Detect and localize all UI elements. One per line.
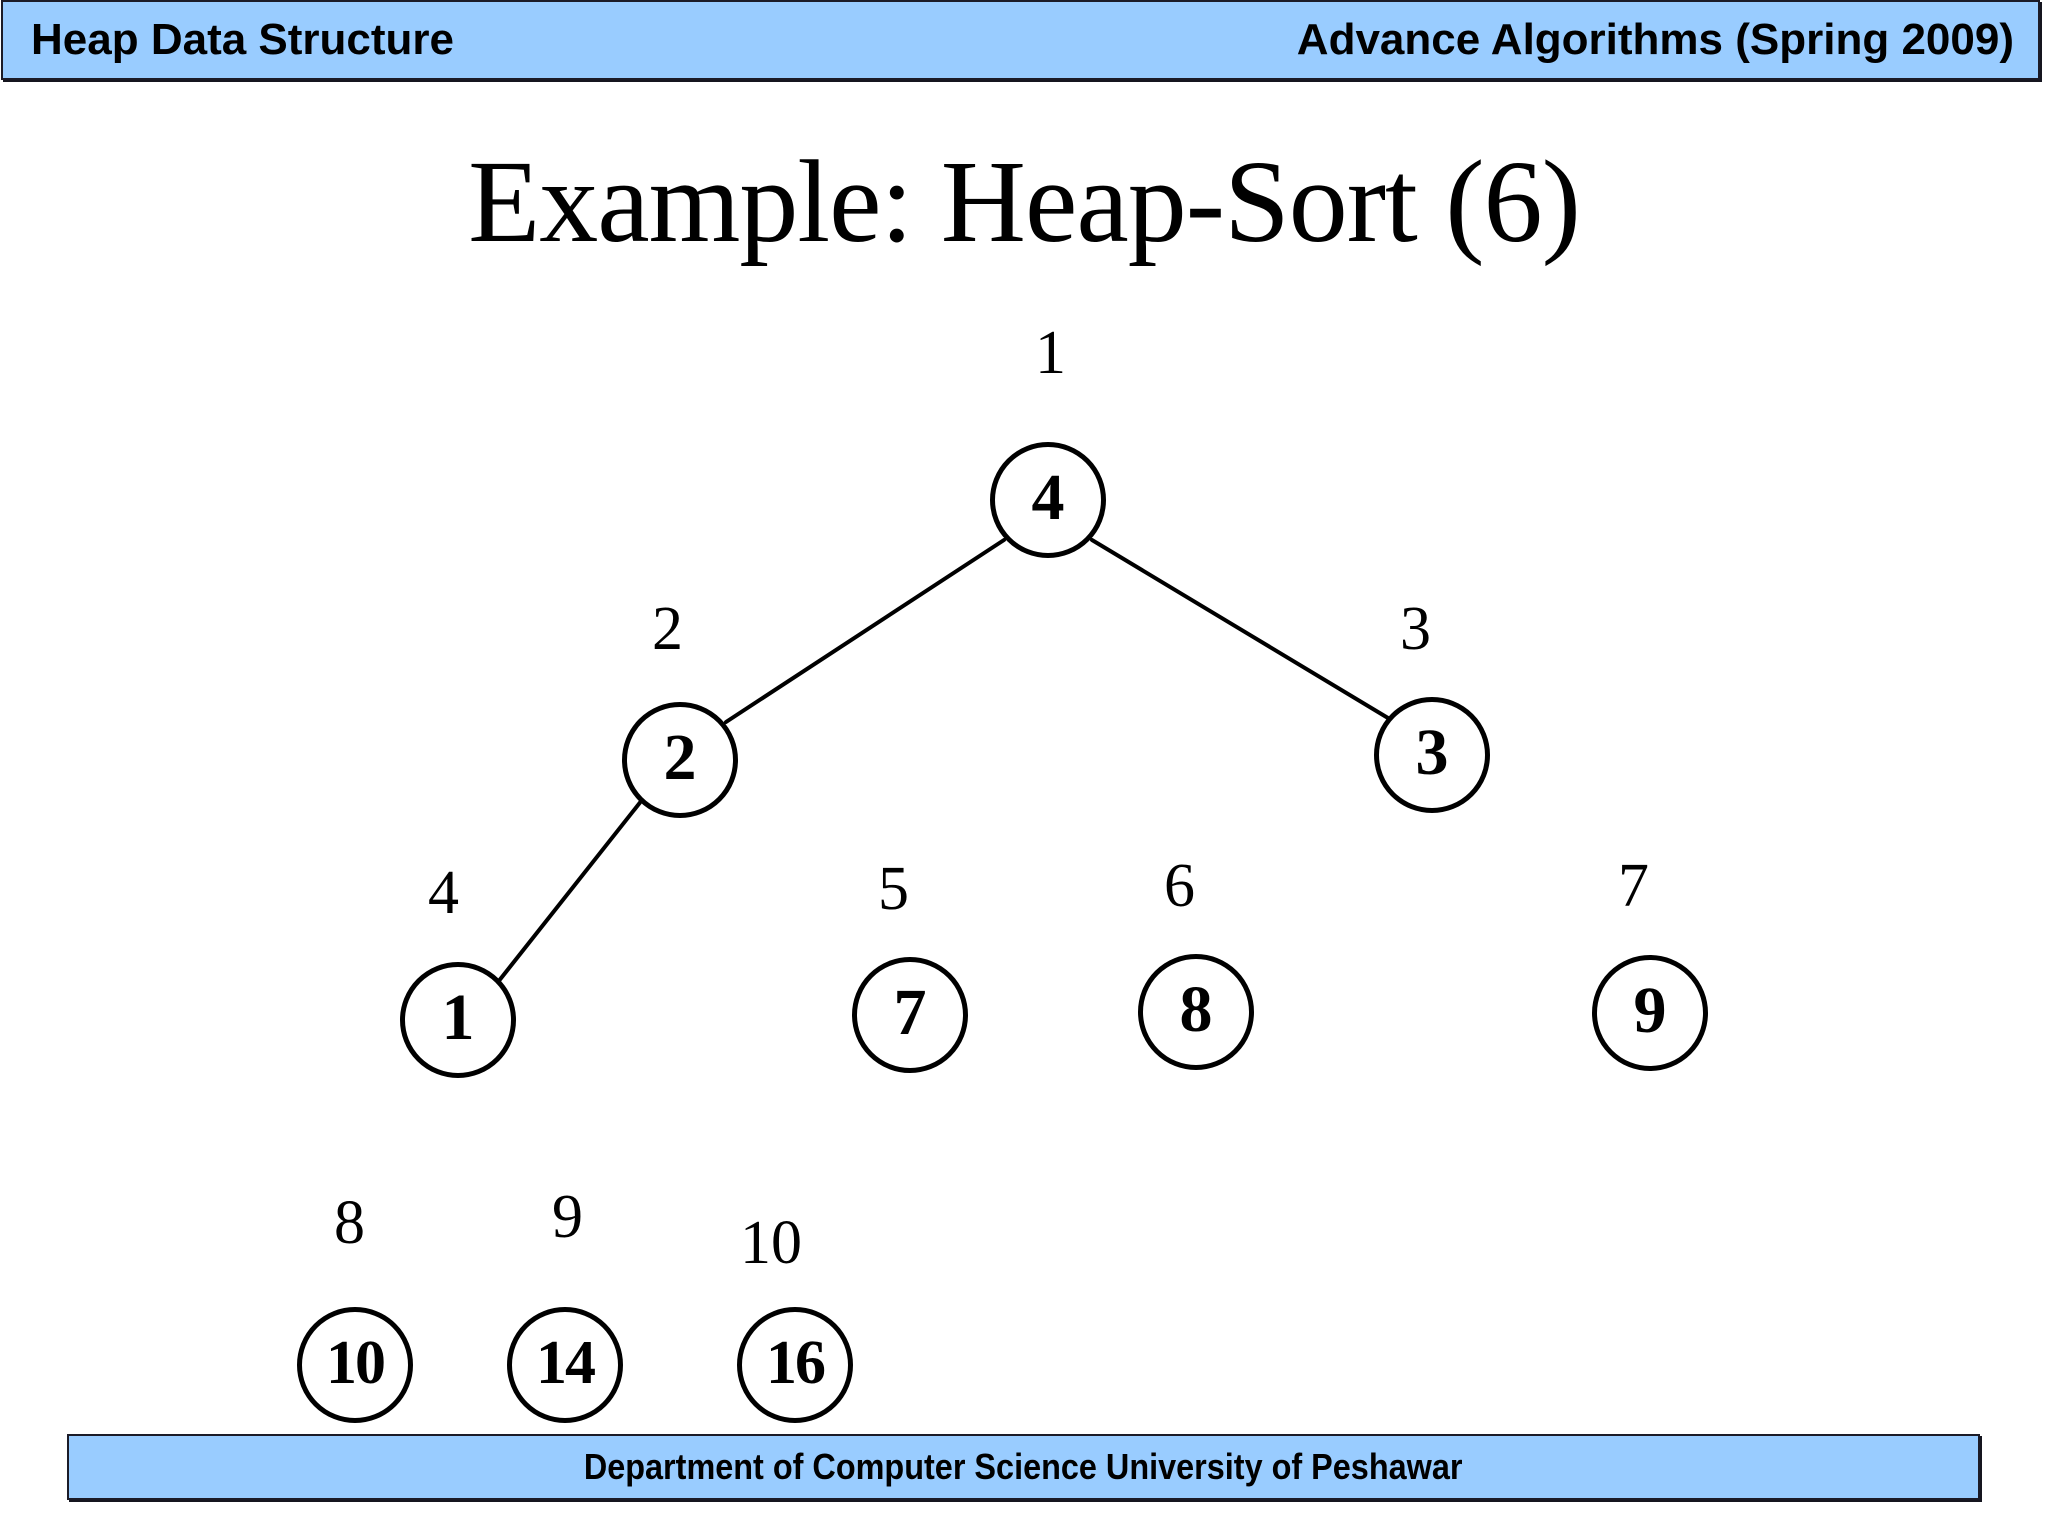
node-index-label: 1 (1035, 319, 1066, 387)
tree-node-value: 2 (663, 721, 697, 794)
node-index-label: 4 (428, 859, 459, 927)
tree-node[interactable]: 14 (507, 1307, 623, 1423)
tree-node[interactable]: 10 (297, 1307, 413, 1423)
tree-node-value: 16 (766, 1329, 826, 1397)
tree-node-value: 14 (536, 1329, 596, 1397)
node-index-label: 3 (1400, 595, 1431, 663)
node-index-label: 7 (1618, 852, 1649, 920)
tree-node[interactable]: 7 (852, 957, 968, 1073)
tree-node[interactable]: 8 (1138, 954, 1254, 1070)
page-title: Example: Heap-Sort (6) (468, 136, 1581, 267)
tree-node[interactable]: 9 (1592, 955, 1708, 1071)
node-index-label: 5 (878, 855, 909, 923)
tree-edge (1090, 538, 1390, 720)
node-index-label: 6 (1164, 852, 1195, 920)
tree-node-value: 8 (1179, 973, 1213, 1046)
node-index-label: 10 (740, 1209, 802, 1277)
tree-node-value: 3 (1415, 716, 1449, 789)
node-index-label: 9 (552, 1183, 583, 1251)
tree-node-value: 10 (326, 1329, 386, 1397)
tree-edge (724, 538, 1006, 724)
tree-node-value: 7 (893, 976, 927, 1049)
header-right-title: Advance Algorithms (Spring 2009) (1296, 15, 2014, 64)
tree-node[interactable]: 1 (400, 962, 516, 1078)
node-index-label: 8 (334, 1189, 365, 1257)
tree-node-value: 9 (1633, 974, 1667, 1047)
tree-node[interactable]: 16 (737, 1307, 853, 1423)
node-index-label: 2 (652, 595, 683, 663)
tree-node[interactable]: 3 (1374, 697, 1490, 813)
tree-node[interactable]: 4 (990, 442, 1106, 558)
header-left-title: Heap Data Structure (31, 15, 455, 64)
header-bar: Heap Data Structure Advance Algorithms (… (1, 0, 2040, 80)
tree-node[interactable]: 2 (622, 702, 738, 818)
tree-edge (496, 798, 644, 984)
tree-node-value: 4 (1031, 461, 1065, 534)
footer-bar: Department of Computer Science Universit… (67, 1434, 1980, 1500)
footer-text: Department of Computer Science Universit… (584, 1446, 1463, 1487)
tree-node-value: 1 (441, 981, 475, 1054)
